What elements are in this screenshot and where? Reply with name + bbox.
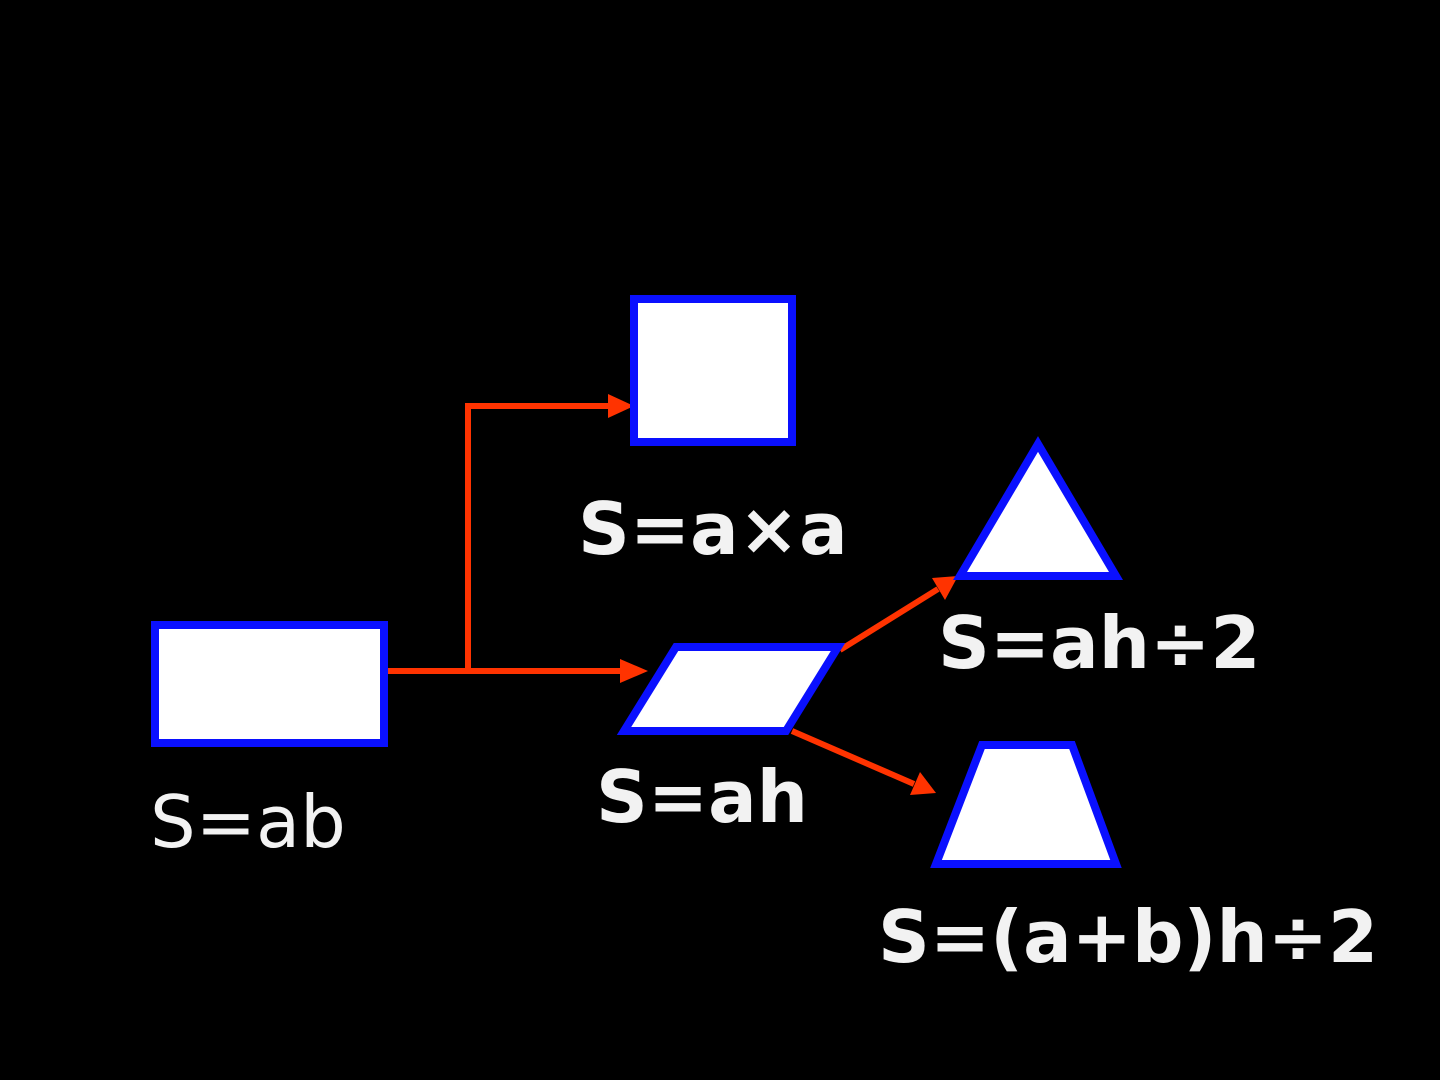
formula-parallelogram: S=ah [596,755,808,839]
rectangle-shape [151,621,388,747]
arrowhead-trapezoid [910,772,936,795]
formula-trapezoid: S=(a+b)h÷2 [878,895,1378,979]
edge-parallelogram-to-triangle [838,586,940,653]
arrowhead-parallelogram [620,659,648,683]
formula-triangle: S=ah÷2 [938,601,1260,685]
edge-rectangle-to-square [465,403,612,671]
square-shape [630,295,796,446]
triangle-shape [952,436,1124,580]
parallelogram-shape [616,643,846,735]
arrowhead-square [608,394,634,418]
formula-rectangle: S=ab [150,780,346,864]
edges [384,394,958,795]
formula-square: S=a×a [578,487,848,571]
formulas: S=ab S=a×a S=ah S=ah÷2 S=(a+b)h÷2 [150,487,1378,979]
trapezoid-shape [930,741,1122,868]
shapes [151,295,1124,868]
edge-parallelogram-to-trapezoid [790,728,916,787]
arrowhead-triangle [932,576,958,600]
